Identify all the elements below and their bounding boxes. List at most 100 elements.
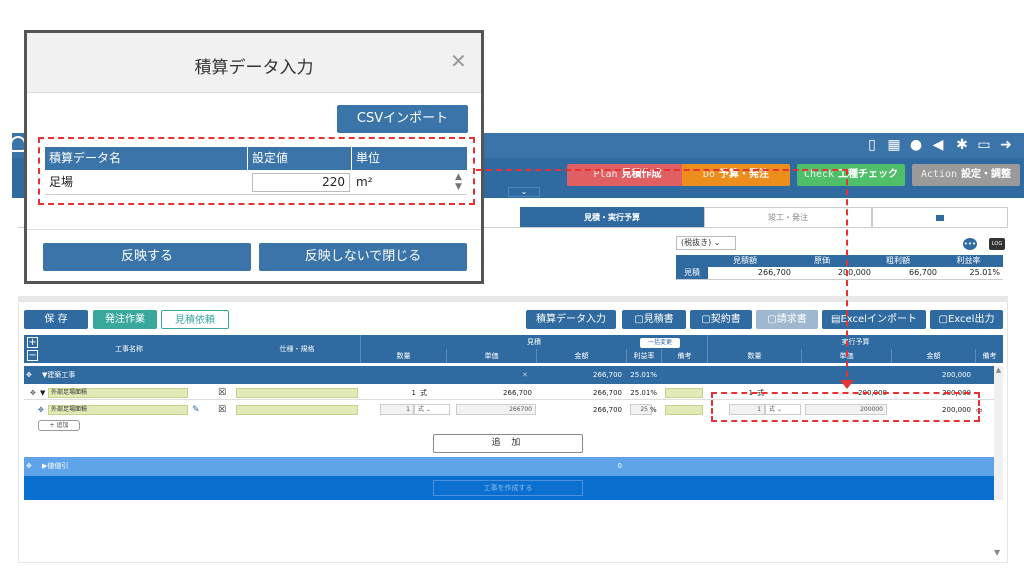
sekisan-row-unit: m² xyxy=(356,175,373,189)
move-handle-icon[interactable]: ✥ xyxy=(26,371,32,379)
row-item-b-price-input[interactable]: 200000 xyxy=(805,404,887,415)
delete-icon[interactable]: ✕ xyxy=(522,371,528,379)
gear-icon[interactable]: ✱ xyxy=(956,137,968,153)
folder-icon xyxy=(936,214,944,221)
close-icon[interactable]: ✕ xyxy=(450,49,467,73)
summary-estimate: 266,700 xyxy=(757,268,791,277)
tax-select[interactable]: (税抜き) ⌄ xyxy=(676,236,736,250)
row-category-amount: 266,700 xyxy=(593,389,622,397)
summary-gross: 66,700 xyxy=(909,268,937,277)
value-stepper[interactable]: ▲▼ xyxy=(455,172,465,192)
save-button[interactable]: 保 存 xyxy=(24,310,88,329)
stepper-down-icon[interactable]: ▼ xyxy=(455,182,462,192)
row-category-name[interactable]: 外部足場面積 xyxy=(48,388,188,398)
add-row-small-button[interactable]: + 追加 xyxy=(38,420,80,431)
nav-plan-en: Plan xyxy=(593,169,618,180)
add-button[interactable]: 追 加 xyxy=(433,434,583,453)
col-b-qty: 数量 xyxy=(707,349,801,363)
summary-rate: 25.01% xyxy=(969,268,1000,277)
log-icon[interactable]: LOG xyxy=(989,238,1005,250)
row-item-note[interactable] xyxy=(665,405,703,415)
row-item-unit: 式 xyxy=(418,406,425,413)
col-data-name: 積算データ名 xyxy=(45,147,248,170)
col-unit: 単位 xyxy=(356,151,381,165)
row-item-rate-input[interactable]: 25 xyxy=(630,404,652,415)
move-handle-icon[interactable]: ✥ xyxy=(26,462,32,470)
row-item-spec[interactable] xyxy=(236,405,358,415)
sekisan-row-name: 足場 xyxy=(49,175,74,189)
tab-bar: 見積・実行予算 竣工・発注 xyxy=(18,207,1008,228)
sekisan-input-button[interactable]: 積算データ入力 xyxy=(526,310,616,329)
invoice-button[interactable]: ▢請求書 xyxy=(756,310,818,329)
calendar-icon[interactable]: ▦ xyxy=(887,137,901,153)
csv-import-button[interactable]: CSVインポート xyxy=(337,105,468,133)
move-handle-icon[interactable]: ✥ xyxy=(30,389,36,397)
excel-export-label: Excel出力 xyxy=(947,314,995,325)
setting-value-input[interactable]: 220 xyxy=(252,173,350,192)
row-category-spec[interactable] xyxy=(236,388,358,398)
row-item-b-qty-input[interactable]: 1 xyxy=(729,404,765,415)
row-item-qty-input[interactable]: 1 xyxy=(380,404,414,415)
expand-all-icon[interactable]: + xyxy=(27,337,38,348)
scroll-up-icon[interactable]: ▲ xyxy=(995,366,1002,374)
row-category-rate: 25.01% xyxy=(630,389,657,397)
row-category-note[interactable] xyxy=(665,388,703,398)
delete-box-icon[interactable]: ☒ xyxy=(218,388,227,398)
comment-icon[interactable]: ••• xyxy=(963,238,977,250)
excel-import-label: Excelインポート xyxy=(840,314,917,325)
tab-other[interactable] xyxy=(872,207,1008,227)
summary-header-rate: 利益率 xyxy=(956,256,981,265)
sekisan-dialog: 積算データ入力 ✕ CSVインポート 積算データ名 設定値 単位 足場 220 … xyxy=(24,30,484,284)
megaphone-icon[interactable]: ◀ xyxy=(932,137,944,153)
col-name: 工事名称 xyxy=(115,345,143,353)
stepper-up-icon[interactable]: ▲ xyxy=(455,172,462,182)
excel-import-button[interactable]: ▤Excelインポート xyxy=(822,310,926,329)
logout-icon[interactable]: ➜ xyxy=(1000,137,1012,153)
row-item-name[interactable]: 外部足場面積 xyxy=(48,405,188,415)
folder-icon[interactable]: ▭ xyxy=(977,137,991,153)
table-row-item: ✥ 外部足場面積 ✎ ☒ 1 式 ⌄ 266700 266,700 25 % 1… xyxy=(24,402,994,418)
row-discount-name[interactable]: ▶値値引 xyxy=(42,462,69,470)
chat-icon[interactable]: ● xyxy=(909,137,923,153)
row-item-unit-price-input[interactable]: 266700 xyxy=(456,404,536,415)
invoice-label: 請求書 xyxy=(776,314,807,325)
row-item-b-unit-select[interactable]: 式 ⌄ xyxy=(765,404,801,415)
document-icon[interactable]: ▯ xyxy=(868,137,876,153)
tab-estimate-budget[interactable]: 見積・実行予算 xyxy=(520,207,704,227)
row-construction-budget: 200,000 xyxy=(942,371,971,379)
row-construction-amount: 266,700 xyxy=(593,371,622,379)
scroll-down-icon[interactable]: ▼ xyxy=(994,548,1001,557)
expand-arrow-icon[interactable]: ▼ xyxy=(40,389,46,397)
estimate-request-button[interactable]: 見積依頼 xyxy=(161,310,229,329)
excel-export-button[interactable]: ▢Excel出力 xyxy=(930,310,1003,329)
close-without-apply-button[interactable]: 反映しないで閉じる xyxy=(259,243,467,271)
order-work-button[interactable]: 発注作業 xyxy=(93,310,157,329)
delete-box-icon[interactable]: ☒ xyxy=(218,405,227,415)
edit-icon[interactable]: ✎ xyxy=(192,405,200,415)
dialog-header xyxy=(27,33,481,93)
collapse-all-icon[interactable]: − xyxy=(27,350,38,361)
move-handle-icon[interactable]: ✥ xyxy=(38,406,44,414)
apply-button[interactable]: 反映する xyxy=(43,243,251,271)
collapse-divider[interactable] xyxy=(18,296,1008,301)
tab-completion-order[interactable]: 竣工・発注 xyxy=(704,207,872,227)
contract-button[interactable]: ▢契約書 xyxy=(690,310,752,329)
annotation-arrow-icon xyxy=(840,380,854,389)
create-construction-button[interactable]: 工事を作成する xyxy=(433,480,583,496)
quote-button[interactable]: ▢見積書 xyxy=(622,310,686,329)
row-item-unit-select[interactable]: 式 ⌄ xyxy=(414,404,450,415)
group-estimate: 見積 xyxy=(360,335,707,349)
row-category-unit: 式 xyxy=(420,389,427,397)
bulk-change-button[interactable]: 一括変更 xyxy=(640,338,680,348)
row-construction-name[interactable]: ▼建築工事 xyxy=(42,371,76,379)
annotation-line-horizontal xyxy=(476,169,848,171)
dialog-divider xyxy=(27,229,481,230)
grid-scrollbar[interactable]: ▲ xyxy=(994,366,1003,500)
chevron-down-icon[interactable]: ⌄ xyxy=(508,187,540,197)
col-b-note: 備考 xyxy=(975,349,1003,363)
row-item-b-amount: 200,000 xyxy=(942,406,971,414)
